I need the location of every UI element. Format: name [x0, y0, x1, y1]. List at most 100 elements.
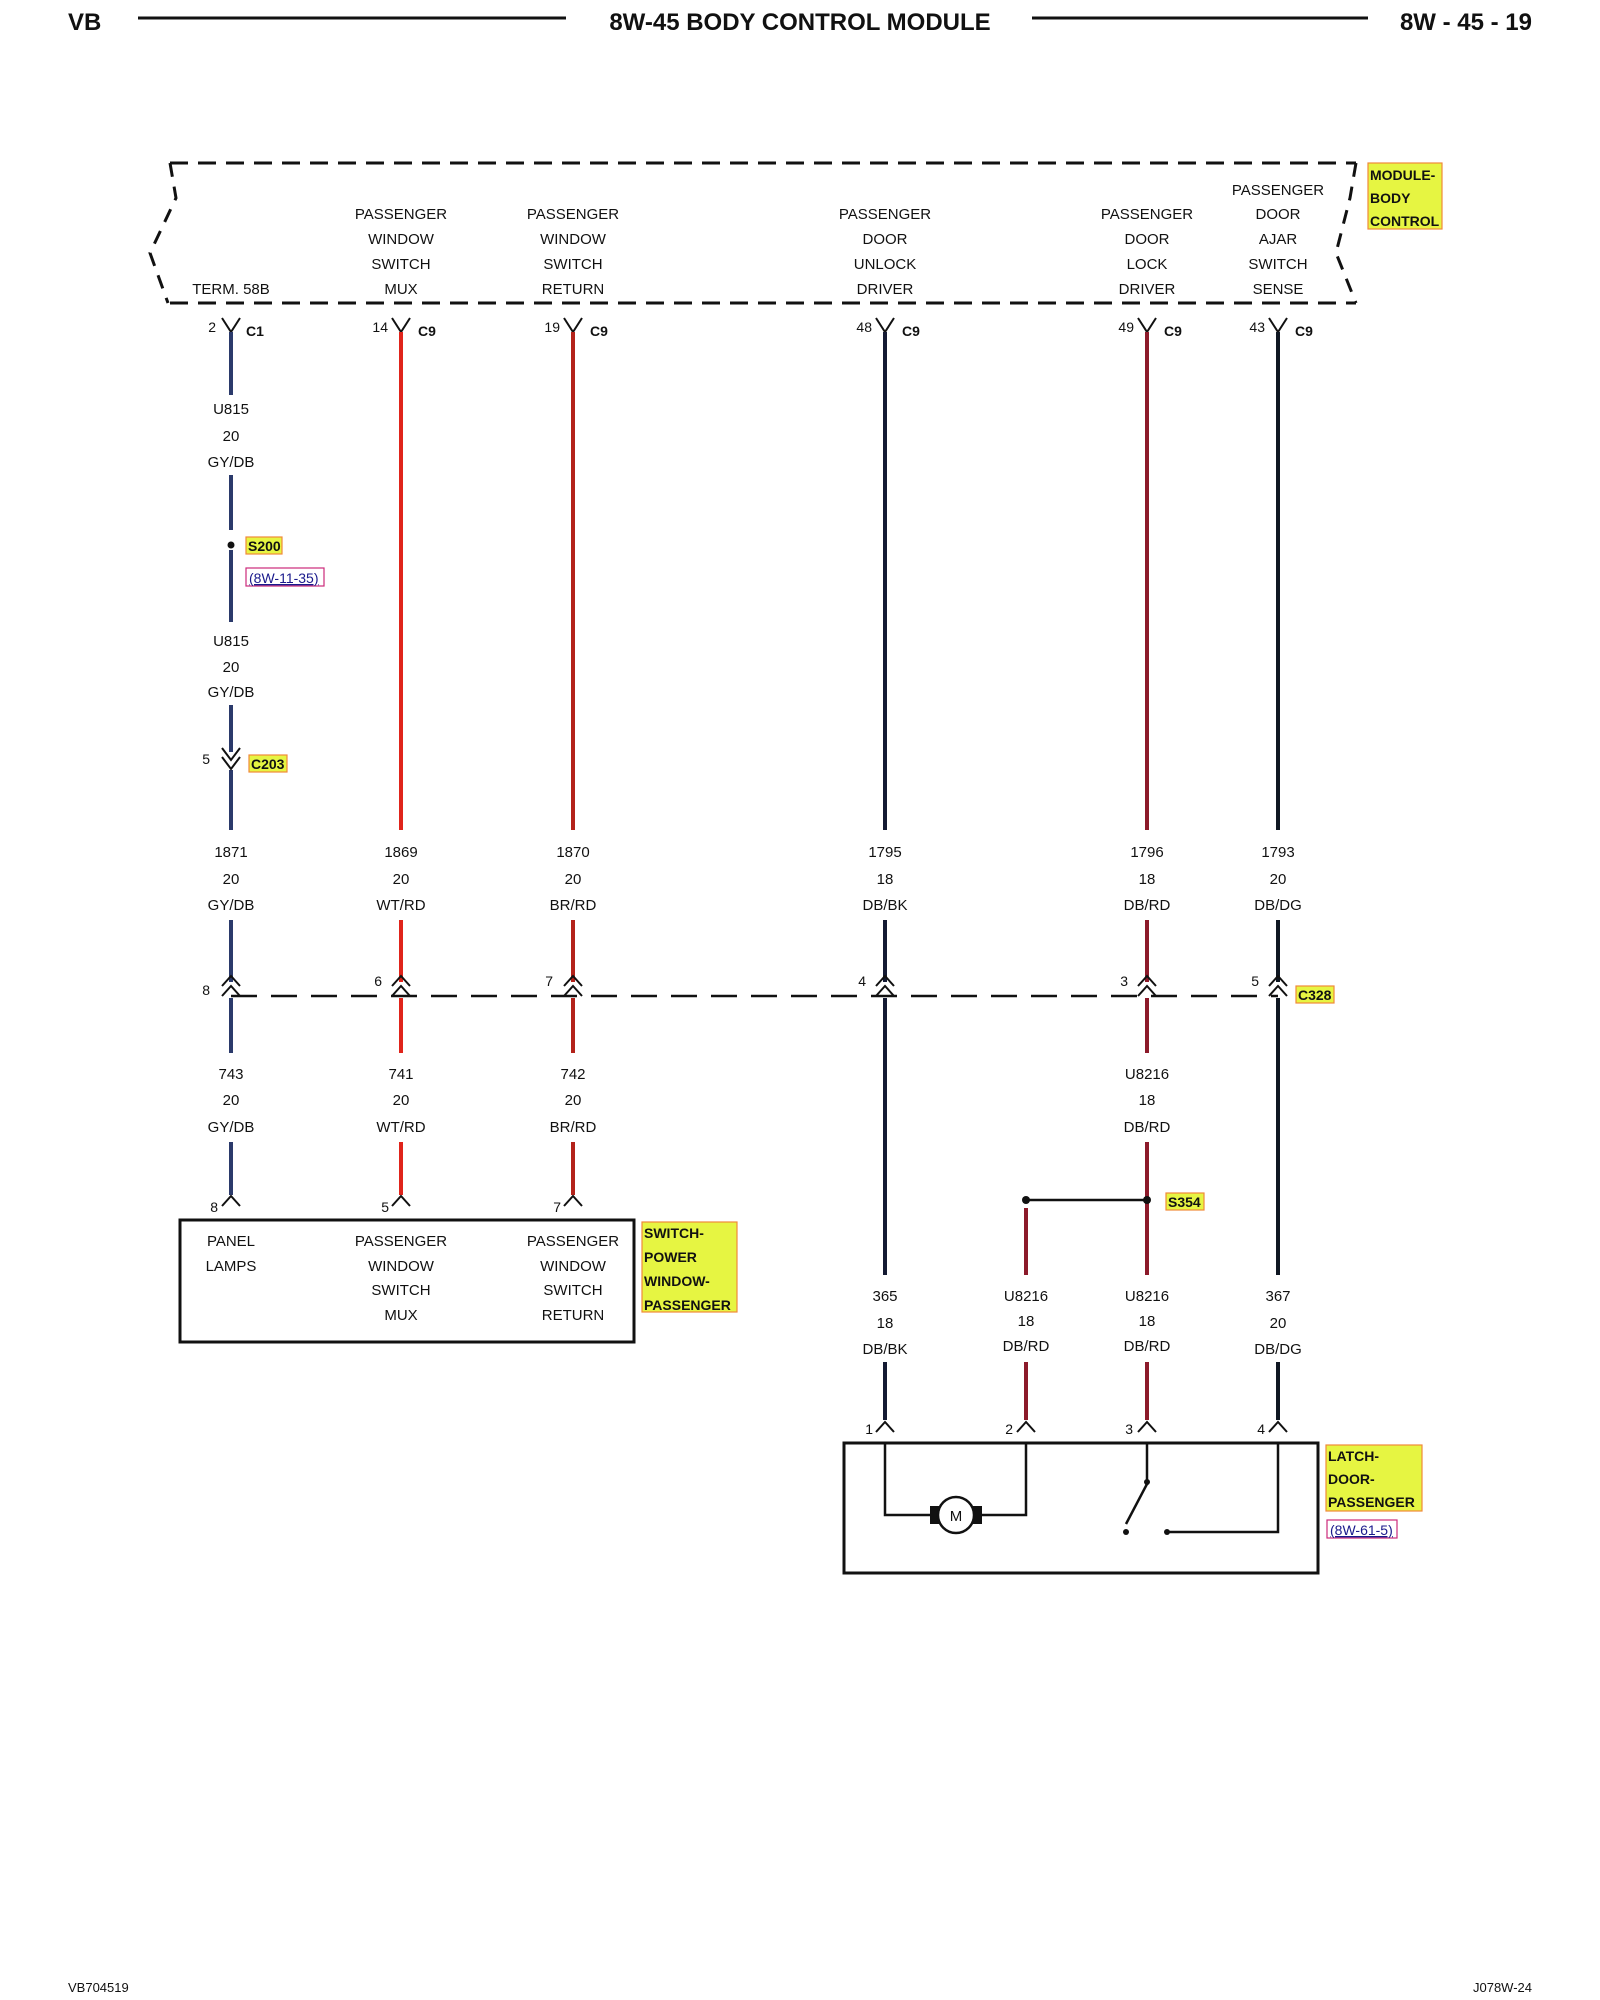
lower-wire-5-gauge: 18: [1139, 1092, 1156, 1109]
switch-cell-3-line-4: RETURN: [542, 1307, 605, 1324]
connector-c328-highlight: [1295, 985, 1335, 1004]
connector-c203: 5 C203: [202, 747, 288, 773]
module-col-6-line-3: AJAR: [1259, 231, 1298, 248]
latch-pin-3: 3: [1125, 1421, 1133, 1437]
latch-name-line-3: PASSENGER: [1328, 1494, 1415, 1510]
module-col-4-line-4: DRIVER: [857, 281, 914, 298]
lower-wire-1-gauge: 20: [223, 1092, 240, 1109]
switch-cell-2-line-2: WINDOW: [368, 1258, 435, 1275]
module-pin-1-symbol: [221, 317, 241, 334]
module-body-control: MODULE- BODY CONTROL TERM. 58B PASSENGER…: [148, 161, 1443, 305]
module-pin-4-number: 48: [856, 319, 872, 335]
module-name-highlight: [1367, 162, 1443, 230]
module-pin-5-symbol: [1137, 317, 1157, 334]
page-footer: VB704519 J078W-24: [68, 1980, 1532, 1995]
switch-name-line-3: WINDOW-: [644, 1273, 710, 1289]
lower-wire-1-color: GY/DB: [208, 1119, 255, 1136]
wire-u815-below-color: GY/DB: [208, 684, 255, 701]
latch-wire-4-gauge: 20: [1270, 1315, 1287, 1332]
module-name-line-2: BODY: [1370, 190, 1411, 206]
mid-wire-2-circuit: 1869: [384, 844, 417, 861]
switch-cell-3-line-3: SWITCH: [543, 1282, 602, 1299]
wire-u815-above-circuit: U815: [213, 401, 249, 418]
mid-wire-1-gauge: 20: [223, 871, 240, 888]
latch-motor-lead-1: [883, 1443, 930, 1517]
latch-wire-2-gauge: 18: [1018, 1313, 1035, 1330]
mid-wire-4-circuit: 1795: [868, 844, 901, 861]
switch-pin-2-symbol: [391, 1194, 411, 1207]
switch-pin-3: 7: [553, 1199, 561, 1215]
switch-name-line-1: SWITCH-: [644, 1225, 704, 1241]
lower-wire-5-circuit: U8216: [1125, 1066, 1169, 1083]
module-pin-6-number: 43: [1249, 319, 1265, 335]
module-col-2-line-3: SWITCH: [371, 256, 430, 273]
module-name-line-3: CONTROL: [1370, 213, 1440, 229]
latch-motor-terminal-left: [930, 1506, 940, 1524]
module-col-5-line-3: LOCK: [1127, 256, 1168, 273]
module-col-6-line-5: SENSE: [1253, 281, 1304, 298]
latch-ref[interactable]: (8W-61-5): [1330, 1522, 1393, 1538]
module-col-6-line-1: PASSENGER: [1232, 182, 1324, 199]
module-col-2-line-1: PASSENGER: [355, 206, 447, 223]
switch-cell-1-line-1: PANEL: [207, 1233, 255, 1250]
latch-pin-4: 4: [1257, 1421, 1265, 1437]
module-col-4-line-2: DOOR: [863, 231, 908, 248]
lower-wire-3-circuit: 742: [560, 1066, 585, 1083]
latch-wire-2-circuit: U8216: [1004, 1288, 1048, 1305]
connector-c328-pin-3: 7: [545, 973, 553, 989]
module-col-6-line-2: DOOR: [1256, 206, 1301, 223]
module-col-3-line-3: SWITCH: [543, 256, 602, 273]
module-pin-3-symbol: [563, 317, 583, 334]
module-break-left: [148, 162, 178, 304]
lower-wire-2-circuit: 741: [388, 1066, 413, 1083]
latch-wire-1-color: DB/BK: [862, 1341, 907, 1358]
lower-wire-2-color: WT/RD: [376, 1119, 425, 1136]
connector-c328-pin-4: 4: [858, 973, 866, 989]
connector-c328-pin-6: 5: [1251, 973, 1259, 989]
lower-wire-3-color: BR/RD: [550, 1119, 597, 1136]
connector-c328-pin-5: 3: [1120, 973, 1128, 989]
latch-wire-2-color: DB/RD: [1003, 1338, 1050, 1355]
module-pin-3-number: 19: [544, 319, 560, 335]
latch-switch-contact-top: [1144, 1479, 1150, 1485]
latch-pin-1: 1: [865, 1421, 873, 1437]
lower-wire-2-gauge: 20: [393, 1092, 410, 1109]
mid-wire-3-circuit: 1870: [556, 844, 589, 861]
module-col-5-line-2: DOOR: [1125, 231, 1170, 248]
latch-pin-4-symbol: [1268, 1420, 1288, 1433]
connector-c203-tag: C203: [251, 756, 285, 772]
module-pin-3-connector: C9: [590, 323, 608, 339]
mid-wire-3-gauge: 20: [565, 871, 582, 888]
latch-name-line-1: LATCH-: [1328, 1448, 1379, 1464]
mid-wire-6-color: DB/DG: [1254, 897, 1302, 914]
switch-power-window-passenger: 8 5 7 PANEL LAMPS PASSENGER WINDOW SWITC…: [178, 1194, 738, 1344]
latch-pin-2: 2: [1005, 1421, 1013, 1437]
switch-name-highlight: [641, 1221, 738, 1313]
wire-runs: [229, 332, 1280, 1420]
module-col-4-line-1: PASSENGER: [839, 206, 931, 223]
mid-wire-5-color: DB/RD: [1124, 897, 1171, 914]
wire-u815-below-gauge: 20: [223, 659, 240, 676]
latch-wire-4-circuit: 367: [1265, 1288, 1290, 1305]
module-pin-2-symbol: [391, 317, 411, 334]
latch-pin-1-symbol: [875, 1420, 895, 1433]
splice-s200-ref[interactable]: (8W-11-35): [249, 570, 319, 586]
module-col-6-line-4: SWITCH: [1248, 256, 1307, 273]
connector-c328-pin-4-symbol: [875, 974, 895, 997]
module-pin-2-number: 14: [372, 319, 388, 335]
switch-pin-1-symbol: [221, 1194, 241, 1207]
connector-c328: 8 6 7 4 3 5 C328: [202, 973, 1335, 1004]
module-col-5-line-1: PASSENGER: [1101, 206, 1193, 223]
module-break-right: [1334, 162, 1358, 304]
connector-c328-pin-2-symbol: [391, 974, 411, 997]
switch-pin-2: 5: [381, 1199, 389, 1215]
connector-c328-pin-3-symbol: [563, 974, 583, 997]
mid-wire-4-color: DB/BK: [862, 897, 907, 914]
connector-c328-pin-1-symbol: [221, 974, 241, 997]
wire-u815-above-gauge: 20: [223, 428, 240, 445]
latch-wire-labels: 365 18 DB/BK U8216 18 DB/RD U8216 18 DB/…: [862, 1288, 1301, 1358]
switch-pin-3-symbol: [563, 1194, 583, 1207]
mid-wire-labels: 1871 20 GY/DB 1869 20 WT/RD 1870 20 BR/R…: [208, 844, 1302, 914]
module-col-2-line-2: WINDOW: [368, 231, 435, 248]
connector-c328-pin-1: 8: [202, 982, 210, 998]
